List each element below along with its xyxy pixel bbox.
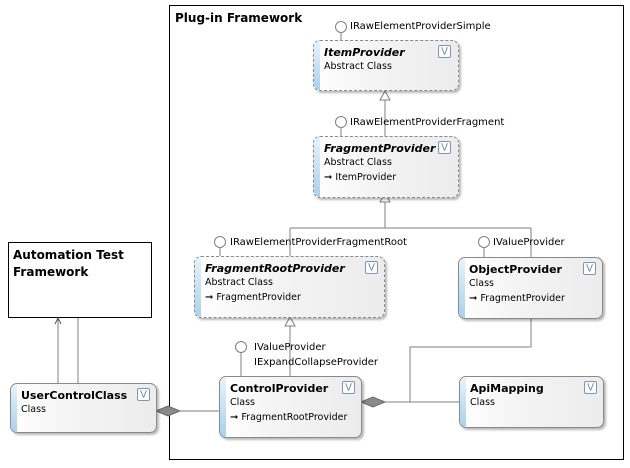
class-box-control-provider[interactable]: ControlProvider Class ➞FragmentRootProvi… xyxy=(219,376,362,438)
interface-label-simple: IRawElementProviderSimple xyxy=(350,21,491,32)
class-name: FragmentProvider xyxy=(324,142,436,155)
composition-diamond-api xyxy=(359,396,387,408)
automation-test-framework-frame xyxy=(8,242,152,318)
double-chevron-down-icon[interactable]: ⋁ xyxy=(584,381,597,394)
class-name: UserControlClass xyxy=(21,389,128,402)
link-automation-arrowhead xyxy=(54,316,62,325)
interface-circle-fragment xyxy=(335,116,347,128)
base-class: ➞FragmentRootProvider xyxy=(230,412,347,423)
class-color-bar xyxy=(459,258,465,318)
class-color-bar xyxy=(460,377,466,427)
composition-diamond-control xyxy=(154,405,182,417)
association-line-object-provider xyxy=(409,317,532,402)
class-box-api-mapping[interactable]: ApiMapping Class ⋁ xyxy=(459,376,604,428)
class-name: ItemProvider xyxy=(324,46,405,59)
class-color-bar xyxy=(11,384,17,432)
class-color-bar xyxy=(195,257,201,317)
base-class-name: FragmentProvider xyxy=(480,293,565,304)
class-kind: Abstract Class xyxy=(205,277,273,288)
double-chevron-down-icon[interactable]: ⋁ xyxy=(365,261,378,274)
class-kind: Class xyxy=(470,397,495,408)
class-color-bar xyxy=(314,137,320,197)
automation-test-framework-title-line1: Automation Test xyxy=(13,248,124,262)
class-box-item-provider[interactable]: ItemProvider Abstract Class ⋁ xyxy=(313,40,459,91)
interface-label-value-control: IValueProvider xyxy=(254,342,326,353)
base-class-name: FragmentRootProvider xyxy=(241,412,348,423)
interface-label-fragment: IRawElementProviderFragment xyxy=(350,117,505,128)
interface-label-fragment-root: IRawElementProviderFragmentRoot xyxy=(230,237,407,248)
class-kind: Class xyxy=(21,404,46,415)
class-color-bar xyxy=(314,41,320,90)
interface-label-value-object: IValueProvider xyxy=(493,237,565,248)
inherit-arrowhead-fragment-root xyxy=(284,315,296,327)
class-kind: Abstract Class xyxy=(324,157,392,168)
inheritance-arrow-icon: ➞ xyxy=(205,292,214,303)
class-box-fragment-root-provider[interactable]: FragmentRootProvider Abstract Class ➞Fra… xyxy=(194,256,385,318)
class-kind: Abstract Class xyxy=(324,61,392,72)
class-name: ObjectProvider xyxy=(469,263,562,276)
double-chevron-down-icon[interactable]: ⋁ xyxy=(438,141,451,154)
double-chevron-down-icon[interactable]: ⋁ xyxy=(342,381,355,394)
double-chevron-down-icon[interactable]: ⋁ xyxy=(583,262,596,275)
base-class: ➞FragmentProvider xyxy=(205,292,301,303)
base-class-name: FragmentProvider xyxy=(216,292,301,303)
inheritance-arrow-icon: ➞ xyxy=(324,172,333,183)
class-name: ControlProvider xyxy=(230,382,329,395)
plugin-framework-title: Plug-in Framework xyxy=(175,11,303,25)
class-box-user-control-class[interactable]: UserControlClass Class ⋁ xyxy=(10,383,157,433)
class-kind: Class xyxy=(469,278,494,289)
automation-test-framework-title-line2: Framework xyxy=(13,265,89,279)
class-name: FragmentRootProvider xyxy=(205,262,345,275)
interface-circle-control xyxy=(235,341,247,353)
inheritance-arrow-icon: ➞ xyxy=(469,293,478,304)
double-chevron-down-icon[interactable]: ⋁ xyxy=(137,388,150,401)
double-chevron-down-icon[interactable]: ⋁ xyxy=(438,45,451,58)
interface-circle-simple xyxy=(335,21,347,33)
base-class: ➞ItemProvider xyxy=(324,172,396,183)
class-color-bar xyxy=(220,377,226,437)
class-box-object-provider[interactable]: ObjectProvider Class ➞FragmentProvider ⋁ xyxy=(458,257,603,319)
interface-label-expand-collapse: IExpandCollapseProvider xyxy=(254,357,379,368)
inheritance-arrow-icon: ➞ xyxy=(230,412,239,423)
base-class: ➞FragmentProvider xyxy=(469,293,565,304)
interface-circle-fragment-root xyxy=(214,236,226,248)
interface-circle-value-object xyxy=(478,236,490,248)
class-name: ApiMapping xyxy=(470,382,544,395)
base-class-name: ItemProvider xyxy=(335,172,397,183)
class-kind: Class xyxy=(230,397,255,408)
class-box-fragment-provider[interactable]: FragmentProvider Abstract Class ➞ItemPro… xyxy=(313,136,459,198)
inherit-arrowhead-item xyxy=(379,89,391,101)
